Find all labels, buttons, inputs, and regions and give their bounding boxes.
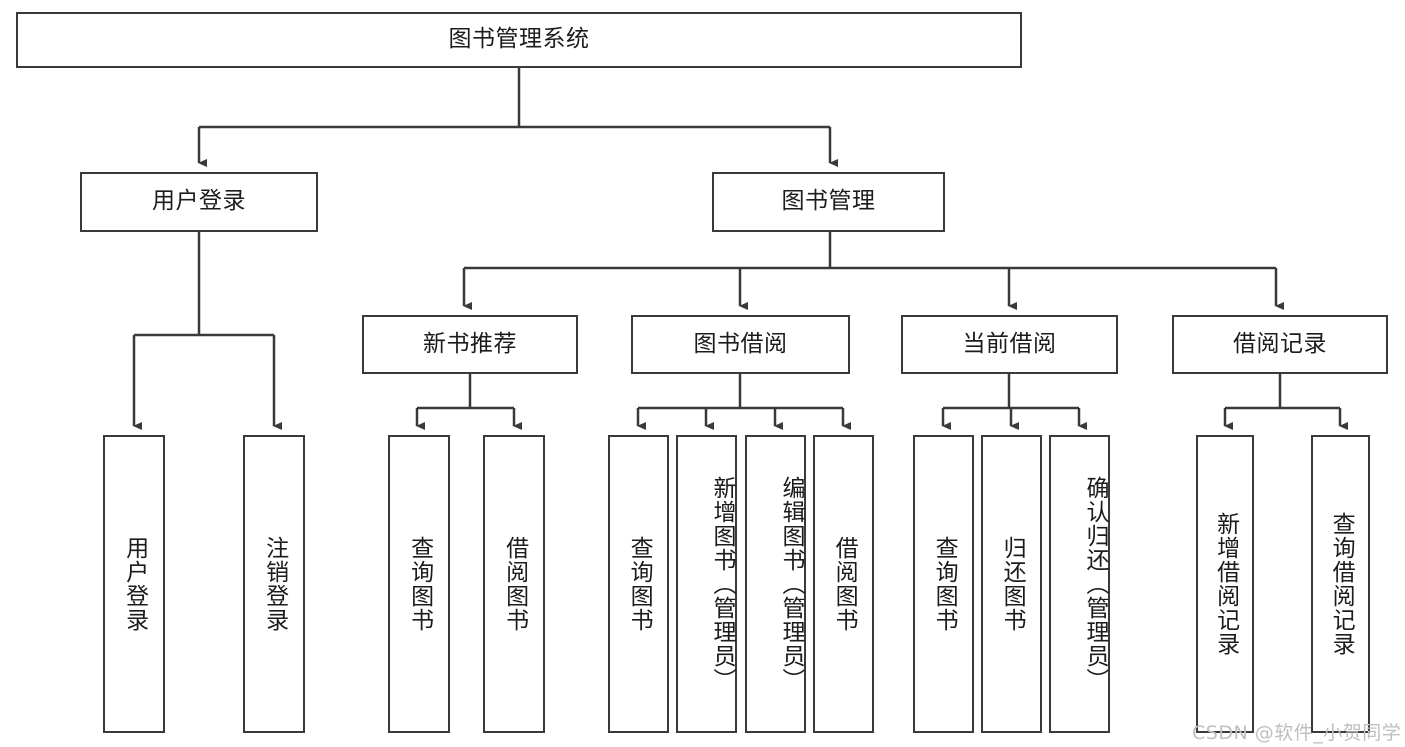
node-leaf-edit-book-label: 编辑图书（管理员）	[778, 476, 804, 692]
node-leaf-add-record[interactable]: 新增借阅记录	[1196, 435, 1254, 733]
node-borrow-record-label: 借阅记录	[1233, 330, 1327, 357]
node-leaf-borrow-book-2[interactable]: 借阅图书	[813, 435, 874, 733]
node-root-label: 图书管理系统	[448, 26, 590, 53]
node-user-login[interactable]: 用户登录	[80, 172, 318, 232]
node-leaf-user-login-label: 用户登录	[121, 536, 148, 632]
node-book-borrow[interactable]: 图书借阅	[631, 315, 850, 374]
node-root[interactable]: 图书管理系统	[16, 12, 1022, 68]
node-leaf-query-book-1-label: 查询图书	[406, 536, 433, 632]
node-book-borrow-label: 图书借阅	[693, 330, 788, 357]
node-leaf-borrow-book-1[interactable]: 借阅图书	[483, 435, 545, 733]
node-leaf-query-record[interactable]: 查询借阅记录	[1311, 435, 1370, 733]
node-leaf-query-book-2-label: 查询图书	[626, 536, 653, 632]
node-leaf-query-book-3[interactable]: 查询图书	[913, 435, 974, 733]
node-leaf-return-book-label: 归还图书	[999, 536, 1026, 632]
node-leaf-borrow-book-1-label: 借阅图书	[501, 536, 528, 632]
node-leaf-user-logout[interactable]: 注销登录	[243, 435, 305, 733]
node-leaf-query-book-3-label: 查询图书	[931, 536, 958, 632]
node-leaf-edit-book[interactable]: 编辑图书（管理员）	[745, 435, 806, 733]
node-borrow-record[interactable]: 借阅记录	[1172, 315, 1388, 374]
node-leaf-query-record-label: 查询借阅记录	[1328, 512, 1355, 656]
node-book-management[interactable]: 图书管理	[712, 172, 945, 232]
node-user-login-label: 用户登录	[152, 188, 246, 215]
node-current-borrow[interactable]: 当前借阅	[901, 315, 1118, 374]
node-leaf-add-book-label: 新增图书（管理员）	[709, 476, 735, 692]
node-leaf-return-book[interactable]: 归还图书	[981, 435, 1042, 733]
node-leaf-user-logout-label: 注销登录	[261, 536, 288, 632]
node-leaf-query-book-1[interactable]: 查询图书	[388, 435, 450, 733]
node-leaf-query-book-2[interactable]: 查询图书	[608, 435, 669, 733]
node-book-management-label: 图书管理	[781, 188, 876, 215]
node-current-borrow-label: 当前借阅	[962, 330, 1057, 357]
node-leaf-borrow-book-2-label: 借阅图书	[831, 536, 858, 632]
node-leaf-add-book[interactable]: 新增图书（管理员）	[676, 435, 737, 733]
node-new-book-recommend-label: 新书推荐	[423, 330, 517, 357]
node-leaf-user-login[interactable]: 用户登录	[103, 435, 165, 733]
node-leaf-confirm-return-label: 确认归还（管理员）	[1082, 476, 1108, 692]
node-leaf-confirm-return[interactable]: 确认归还（管理员）	[1049, 435, 1110, 733]
node-leaf-add-record-label: 新增借阅记录	[1212, 512, 1239, 656]
node-new-book-recommend[interactable]: 新书推荐	[362, 315, 578, 374]
watermark: CSDN @软件_小贺同学	[1192, 722, 1402, 744]
